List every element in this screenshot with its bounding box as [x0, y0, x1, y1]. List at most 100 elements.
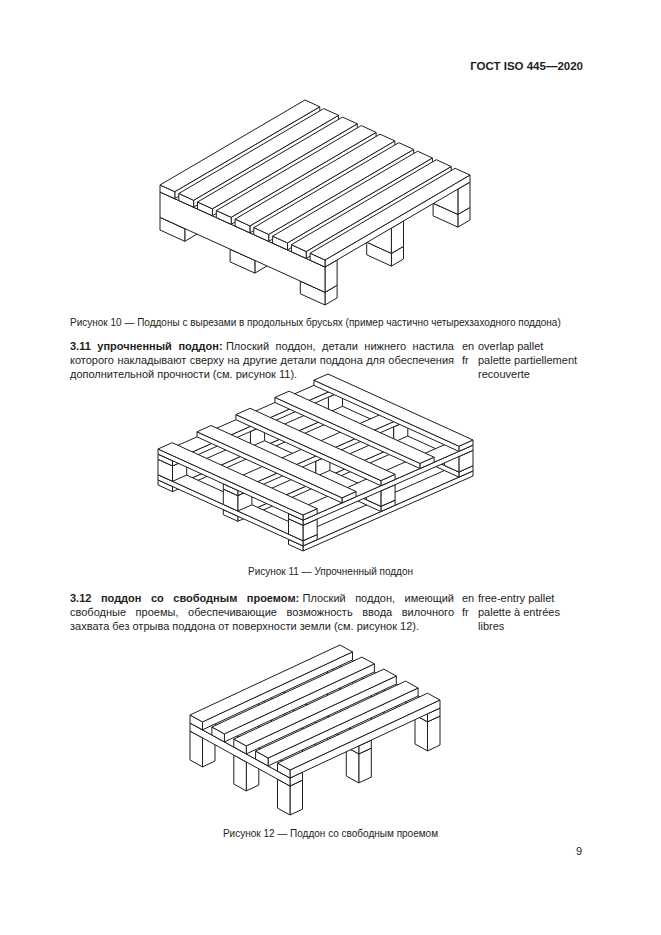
- pallet-board: [259, 685, 372, 746]
- pallet-board: [173, 460, 187, 482]
- pallet-board: [197, 426, 356, 498]
- pallet-board: [291, 160, 451, 252]
- pallet-board: [158, 405, 343, 487]
- pallet-board: [230, 249, 255, 273]
- pallet-board: [388, 176, 400, 196]
- pallet-board: [303, 445, 473, 525]
- pallet-board: [158, 459, 173, 481]
- pallet-board: [212, 124, 357, 216]
- pallet-board: [459, 450, 473, 472]
- pallet-board: [366, 478, 395, 491]
- pallet-board: [303, 723, 316, 759]
- pallet-board: [381, 474, 395, 485]
- pallet-board: [238, 489, 252, 511]
- pallet-board: [325, 175, 470, 267]
- pallet-board: [246, 756, 258, 791]
- pallet-board: [236, 415, 381, 486]
- pallet-board: [444, 444, 473, 457]
- pallet-board: [306, 167, 451, 259]
- pallet-board: [224, 664, 374, 742]
- pallet-board: [420, 457, 434, 468]
- term-heading: 3.11 упрочненный поддон:: [70, 340, 223, 352]
- term-translation: overlap pallet: [478, 339, 586, 353]
- pallet-board: [256, 751, 269, 766]
- pallet-board: [303, 471, 473, 551]
- pallet-board: [328, 667, 341, 703]
- pallet-board: [289, 512, 318, 525]
- pallet-board: [254, 143, 414, 235]
- pallet-board: [185, 222, 197, 242]
- pallet-board: [234, 755, 247, 791]
- pallet-board: [234, 669, 396, 746]
- pallet-board: [268, 688, 418, 766]
- pallet-board: [289, 519, 304, 541]
- pallet-board: [236, 434, 395, 506]
- pallet-board: [212, 727, 225, 742]
- pallet-board: [314, 391, 329, 413]
- pallet-board: [359, 740, 372, 754]
- pallet-board: [293, 139, 318, 163]
- pallet-board: [433, 196, 470, 214]
- pallet-board: [259, 691, 359, 754]
- pallet-board: [303, 509, 317, 520]
- pallet-board: [216, 126, 376, 218]
- pallet-board: [259, 693, 284, 706]
- pallet-board: [223, 510, 238, 522]
- pallet-board: [236, 408, 395, 480]
- term-translations: en overlap pallet fr palette partielleme…: [462, 339, 586, 381]
- pallet-board: [340, 668, 353, 703]
- pallet-board: [379, 414, 408, 427]
- pallet-board: [216, 211, 231, 225]
- pallet-board: [288, 158, 433, 250]
- figure-caption: Рисунок 12 — Поддон со свободным проемом: [223, 828, 438, 839]
- pallet-board: [190, 717, 303, 778]
- pallet-board: [321, 214, 333, 234]
- term-definition: 3.11 упрочненный поддон:Плоский поддон, …: [70, 339, 454, 381]
- pallet-board: [160, 217, 185, 241]
- pallet-board: [223, 409, 407, 491]
- pallet-board: [175, 107, 320, 199]
- pallet-board: [314, 374, 473, 446]
- pallet-board: [367, 235, 404, 253]
- pallet-board: [342, 492, 356, 503]
- pallet-board: [458, 182, 470, 214]
- pallet-board: [371, 685, 396, 698]
- pallet-board: [190, 725, 215, 738]
- pallet-board: [158, 379, 343, 461]
- pallet-board: [433, 203, 458, 227]
- pallet-board: [230, 242, 267, 260]
- pallet-board: [203, 652, 353, 730]
- pallet-board: [190, 731, 203, 767]
- pallet-board: [303, 519, 317, 541]
- pallet-board: [275, 391, 434, 463]
- page-number: 9: [576, 845, 582, 857]
- pallet-board: [428, 716, 441, 751]
- term-heading: 3.12 поддон со свободным проемом:: [70, 592, 299, 604]
- pallet-board: [316, 455, 330, 477]
- pallet-board: [236, 419, 265, 432]
- pallet-board: [198, 117, 358, 209]
- pallet-board: [250, 141, 395, 233]
- pallet-board: [179, 194, 194, 208]
- pallet-board: [158, 480, 173, 492]
- term-translation: free-entry pallet: [478, 591, 586, 605]
- pallet-board: [251, 183, 263, 203]
- pallet-board: [275, 397, 420, 468]
- pallet-board: [314, 380, 459, 451]
- pallet-board: [236, 425, 251, 447]
- pallet-board: [314, 400, 473, 472]
- pallet-board: [158, 453, 187, 466]
- pallet-board: [415, 709, 440, 722]
- pallet-board: [158, 454, 173, 466]
- figure-caption: Рисунок 10 — Поддоны с вырезами в продол…: [70, 316, 561, 329]
- pallet-board: [346, 747, 359, 783]
- pallet-board: [346, 741, 371, 754]
- pallet-board: [314, 406, 459, 477]
- pallet-board: [269, 149, 414, 241]
- pallet-board: [315, 724, 328, 759]
- pallet-board: [173, 386, 343, 466]
- pallet-board: [303, 717, 328, 730]
- pallet-board: [234, 739, 247, 754]
- pallet-board: [291, 245, 306, 259]
